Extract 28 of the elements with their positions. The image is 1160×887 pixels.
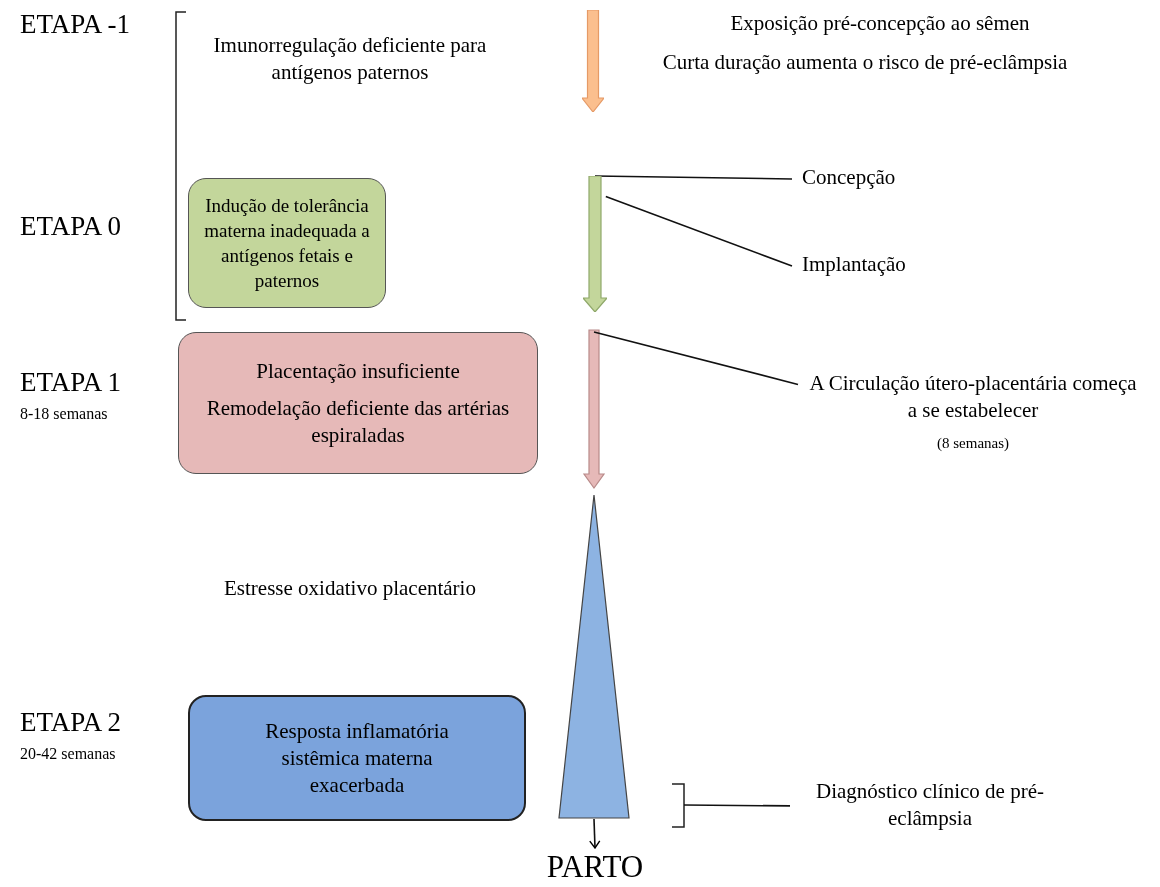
- card-text: Remodelação deficiente das artérias espiraladas: [205, 394, 511, 449]
- stage-description: Imunorregulação deficiente para antígenos paternos: [212, 32, 488, 86]
- stage-duration: 20-42 semanas: [20, 744, 117, 764]
- card-text: Resposta inflamatória sistêmica materna exacerbada: [264, 717, 450, 799]
- card-text: Placentação insuficiente: [256, 357, 460, 385]
- leader-line: [605, 195, 793, 267]
- annotation-text: Concepção: [802, 164, 896, 191]
- annotation-text: Implantação: [802, 251, 906, 278]
- stage-card: [178, 332, 538, 474]
- annotation-text: PARTO: [546, 848, 644, 885]
- card-text: Indução de tolerância materna inadequada a antígenos fetais e paternos: [203, 194, 371, 293]
- stage-heading: ETAPA 0: [20, 210, 123, 242]
- note-text: Exposição pré-concepção ao sêmen: [729, 10, 1031, 37]
- leader-line: [593, 331, 799, 386]
- leader-line: [683, 804, 791, 807]
- stage-heading: ETAPA 2: [20, 706, 123, 738]
- note-text: Curta duração aumenta o risco de pré-eclâmpsia: [661, 49, 1069, 76]
- annotation-text: Diagnóstico clínico de pré-eclâmpsia: [815, 778, 1045, 832]
- stage-description: Estresse oxidativo placentário: [223, 575, 477, 602]
- annotation-note: (8 semanas): [936, 434, 1010, 453]
- arrow: [589, 818, 601, 849]
- stage-heading: ETAPA 1: [20, 366, 123, 398]
- stage-heading: ETAPA -1: [20, 8, 132, 40]
- stage-card: [188, 178, 386, 308]
- block-arrow: [582, 329, 606, 490]
- stage-card: [188, 695, 526, 821]
- stage-duration: 8-18 semanas: [20, 404, 109, 424]
- annotation-text: A Circulação útero-placentária começa a se estabelecer: [808, 370, 1138, 424]
